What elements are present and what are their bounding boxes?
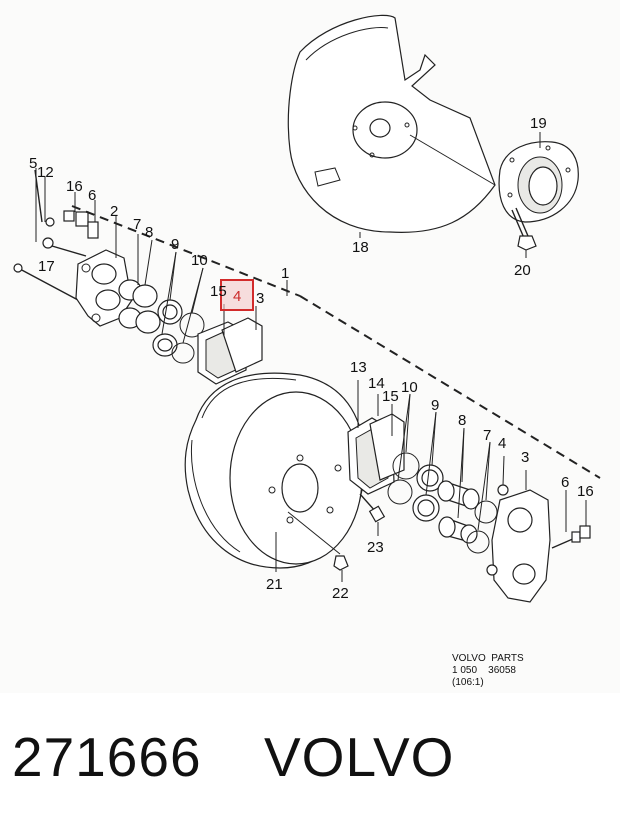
- callout-16-right: 16: [577, 483, 594, 500]
- callout-8: 8: [145, 224, 153, 241]
- callout-13: 13: [350, 359, 367, 376]
- callout-9-right: 9: [431, 397, 439, 414]
- callout-21: 21: [266, 576, 283, 593]
- callout-4-highlighted: 4: [233, 288, 241, 305]
- callout-16: 16: [66, 178, 83, 195]
- callout-7: 7: [133, 216, 141, 233]
- callout-10-right: 10: [401, 379, 418, 396]
- callout-15-right: 15: [382, 388, 399, 405]
- callout-14: 14: [368, 375, 385, 392]
- disc-screw: [287, 511, 349, 582]
- callout-10: 10: [191, 252, 208, 269]
- callout-1: 1: [281, 265, 289, 282]
- parts-stamp: VOLVO PARTS 1 050 36058 (106:1): [452, 653, 524, 688]
- brake-disc: [184, 372, 366, 572]
- callout-20: 20: [514, 262, 531, 279]
- bleeder-23: [359, 493, 386, 536]
- callout-23: 23: [367, 539, 384, 556]
- parts-diagram: 5 12 16 6 2 7 8 9 10 17 15 4 3 1 18 19 2…: [13, 14, 601, 688]
- callout-6: 6: [88, 187, 96, 204]
- callout-8-right: 8: [458, 412, 466, 429]
- callout-9: 9: [171, 236, 179, 253]
- callout-5: 5: [29, 155, 37, 172]
- callout-22: 22: [332, 585, 349, 602]
- callout-3-right: 3: [521, 449, 529, 466]
- part-number: 271666: [12, 726, 202, 788]
- exploded-view-drawing: 5 12 16 6 2 7 8 9 10 17 15 4 3 1 18 19 2…: [13, 14, 601, 688]
- brand-name: VOLVO: [264, 726, 455, 788]
- left-caliper-group: [13, 168, 263, 385]
- stamp-line-2: 1 050 36058: [452, 665, 516, 676]
- highlight-box: [220, 279, 254, 311]
- bolt-20: [511, 207, 537, 258]
- callout-2: 2: [110, 203, 118, 220]
- stamp-line-3: (106:1): [452, 677, 484, 688]
- callout-15: 15: [210, 283, 227, 300]
- callout-labels: 5 12 16 6 2 7 8 9 10 17 15 4 3 1 18 19 2…: [29, 115, 594, 602]
- right-caliper-group: [347, 380, 591, 603]
- callout-12: 12: [37, 164, 54, 181]
- stamp-line-1: VOLVO PARTS: [452, 653, 524, 664]
- caption-bar: [0, 693, 620, 832]
- hub-flange: [498, 132, 579, 223]
- callout-18: 18: [352, 239, 369, 256]
- callout-3: 3: [256, 290, 264, 307]
- callout-7-right: 7: [483, 427, 491, 444]
- callout-17: 17: [38, 258, 55, 275]
- callout-6-right: 6: [561, 474, 569, 491]
- splash-shield: [287, 14, 496, 233]
- callout-4-right: 4: [498, 435, 506, 452]
- callout-19: 19: [530, 115, 547, 132]
